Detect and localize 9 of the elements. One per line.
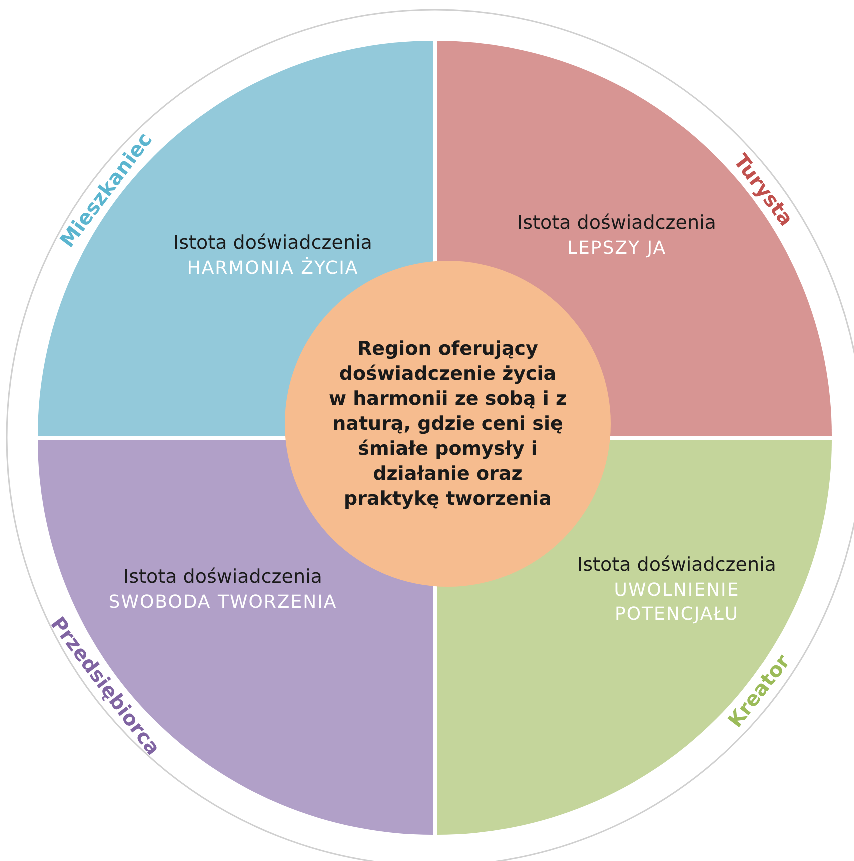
segment-value: LEPSZY JA (566, 237, 668, 261)
segment-value: HARMONIA ŻYCIA (186, 257, 360, 281)
segment-heading: Istota doświadczenia (172, 231, 374, 255)
segment-heading: Istota doświadczenia (516, 211, 718, 235)
segment-heading: Istota doświadczenia (122, 565, 324, 589)
center-statement: Region oferujący doświadczenie życia w harmonii ze sobą i z naturą, gdzie ceni się śmiałe pomysły i działanie oraz praktykę tworzenia (328, 336, 568, 512)
segment-value: SWOBODA TWORZENIA (108, 591, 338, 615)
segment-value: UWOLNIENIE POTENCJAŁU (613, 579, 741, 627)
segment-heading: Istota doświadczenia (576, 553, 778, 577)
